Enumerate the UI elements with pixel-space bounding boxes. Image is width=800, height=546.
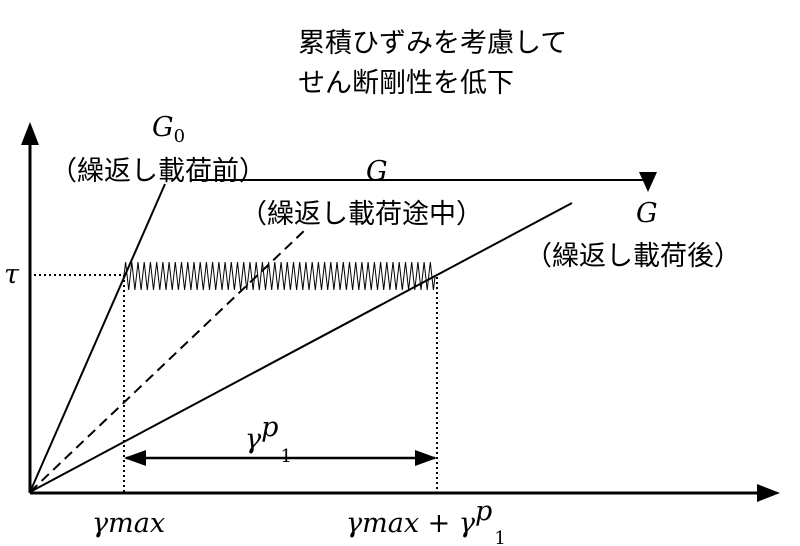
arrow-right-icon: [415, 450, 437, 466]
arrow-down-icon: [639, 172, 657, 192]
note-line2: せん断剛性を低下: [298, 68, 514, 99]
tau-label: τ: [4, 259, 20, 290]
gamma-max-label: γmax: [92, 508, 165, 539]
cyclic-loading-zigzag: [123, 261, 436, 291]
arrow-left-icon: [124, 450, 146, 466]
g-mid-label: （繰返し載荷途中）: [240, 199, 483, 230]
gamma-sum-label: γmax + γp1: [346, 496, 506, 546]
x-axis-arrow-icon: [757, 484, 780, 502]
g0-symbol: G0: [152, 112, 185, 147]
g-mid-symbol: G: [366, 156, 388, 187]
g-after-label: （繰返し載荷後）: [525, 241, 741, 272]
note-line1: 累積ひずみを考慮して: [298, 28, 567, 59]
g0-line: [29, 183, 166, 493]
y-axis-arrow-icon: [21, 122, 39, 145]
g-after-symbol: G: [636, 198, 658, 229]
g0-label: （繰返し載荷前）: [50, 156, 266, 187]
g-mid-dashed-line: [29, 229, 306, 493]
g-after-line: [29, 202, 573, 493]
gamma-p-label: γp1: [245, 412, 292, 467]
